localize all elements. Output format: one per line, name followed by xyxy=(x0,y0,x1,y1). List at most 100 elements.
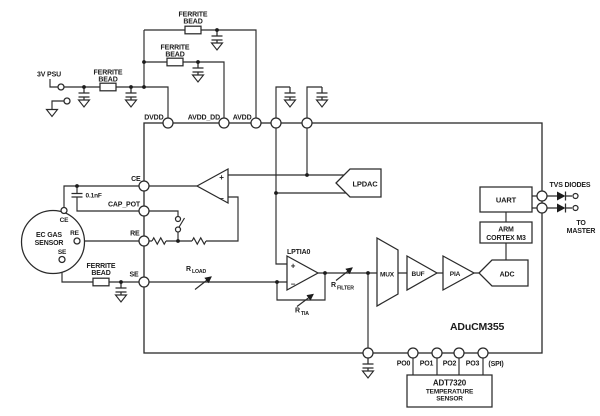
pin-label-po3: PO3 xyxy=(466,361,480,368)
tvs-diodes xyxy=(557,191,579,213)
decoupling-cap xyxy=(191,61,205,83)
se-filter-cap xyxy=(114,281,128,303)
to-master-label-2: MASTER xyxy=(567,228,596,235)
r-tia-arrow xyxy=(296,293,314,307)
pin-uart-tx xyxy=(536,190,548,202)
pin-lpf xyxy=(362,347,374,359)
pin-decouple-2 xyxy=(301,117,313,129)
cap-value-label: 0.1nF xyxy=(86,193,102,200)
switch-contact-top xyxy=(174,215,182,223)
r-load-label: R xyxy=(186,266,191,273)
decoupling-pin-wires xyxy=(275,86,322,123)
sensor-label-2: SENSOR xyxy=(35,240,64,247)
to-master-label-1: TO xyxy=(576,220,586,227)
r-load-arrow xyxy=(194,276,212,290)
ferrite-bead-3 xyxy=(184,25,202,35)
cap-pot-wire xyxy=(71,186,179,217)
rail-3v-to-dvdd xyxy=(49,79,169,123)
pin-se xyxy=(138,276,150,288)
ferrite-label-4b: BEAD xyxy=(91,270,110,277)
decoupling-cap xyxy=(77,86,91,108)
pin-label-po0: PO0 xyxy=(397,361,411,368)
chip-name-label: ADuCM355 xyxy=(450,321,505,333)
pin-po0 xyxy=(407,347,419,359)
pin-label-po1: PO1 xyxy=(420,361,434,368)
mux-block xyxy=(376,236,399,308)
tvs-diode-1 xyxy=(557,191,566,201)
opamp2-plus: + xyxy=(291,262,296,271)
ferrite-bead-4 xyxy=(92,277,110,287)
pia-label: PIA xyxy=(450,271,461,278)
lpdac-block xyxy=(335,168,382,198)
analog-front-end-wires xyxy=(228,123,572,375)
r-filter-arrow xyxy=(335,267,353,281)
ferrite-label-3b: BEAD xyxy=(183,19,202,26)
adc-block xyxy=(478,259,529,287)
lpdac-label: LPDAC xyxy=(352,180,378,189)
r-filter-label: R xyxy=(331,282,336,289)
ferrite-label-3a: FERRITE xyxy=(179,12,208,19)
lpf-cap xyxy=(361,357,375,379)
decoupling-cap xyxy=(124,86,138,108)
psu-connector-pin-1 xyxy=(57,83,65,91)
mux-label: MUX xyxy=(380,272,395,279)
ferrite-label-4a: FERRITE xyxy=(87,263,116,270)
caps-and-grounds xyxy=(45,29,375,379)
switch-lever xyxy=(178,217,185,228)
master-terminal-2 xyxy=(572,204,579,212)
tvs-diode-2 xyxy=(557,203,566,213)
sensor-terminal-ce xyxy=(60,206,68,215)
r-load-sub: LOAD xyxy=(192,269,207,275)
pin-decouple-1 xyxy=(270,117,282,129)
psu-label: 3V PSU xyxy=(37,72,61,79)
psu-return-wire xyxy=(51,100,64,107)
switch-contact-bottom xyxy=(174,226,182,233)
ferrite-bead-2 xyxy=(166,57,184,67)
buf-block xyxy=(406,254,439,292)
pin-po2 xyxy=(453,347,465,359)
tvs-label: TVS DIODES xyxy=(550,182,591,189)
sensor-terminal-label-ce: CE xyxy=(60,217,70,224)
re-feedback-wire xyxy=(80,196,239,242)
ferrite-label-1b: BEAD xyxy=(98,77,117,84)
vzero-riser xyxy=(275,123,287,265)
opamp1-minus: – xyxy=(219,194,224,203)
adt7320-line2: SENSOR xyxy=(436,396,463,403)
opamp2-minus: – xyxy=(291,280,296,289)
potentiostat-opamp xyxy=(195,167,229,205)
ferrite-label-2a: FERRITE xyxy=(161,45,190,52)
pin-label-avdd: AVDD xyxy=(233,115,252,122)
pia-block xyxy=(442,254,476,292)
r-tia-label: R xyxy=(295,308,300,315)
ferrite-beads xyxy=(92,25,202,287)
sensor-label-1: EC GAS xyxy=(36,232,62,239)
r-tia-sub: TIA xyxy=(301,311,309,317)
re-resistor-1 xyxy=(151,236,167,246)
psu-connector-pin-2 xyxy=(63,97,71,105)
chip-pins xyxy=(138,117,548,359)
pin-dvdd xyxy=(162,117,174,129)
ferrite-label-1a: FERRITE xyxy=(94,70,123,77)
opamp1-plus: + xyxy=(219,173,224,182)
pin-label-po2: PO2 xyxy=(443,361,457,368)
pin-label-dvdd: DVDD xyxy=(144,115,163,122)
pin-label-re: RE xyxy=(130,231,140,238)
tvs-out-wires xyxy=(565,195,572,209)
r-filter-sub: FILTER xyxy=(337,286,354,292)
rail-avdd xyxy=(144,29,257,123)
adt7320-name: ADT7320 xyxy=(433,379,467,388)
pin-label-se: SE xyxy=(129,272,139,279)
pin-ce xyxy=(138,180,150,192)
sensor-terminal-re xyxy=(73,237,81,245)
arm-cortex-block xyxy=(479,221,533,244)
pin-po1 xyxy=(431,347,443,359)
master-terminal-1 xyxy=(572,192,579,200)
spi-wires xyxy=(412,353,484,375)
pin-avdd xyxy=(250,117,262,129)
blocks xyxy=(195,167,533,408)
sensor-terminal-se xyxy=(58,255,66,264)
lptia-label: LPTIA0 xyxy=(287,249,310,256)
decoupling-cap xyxy=(315,86,329,108)
